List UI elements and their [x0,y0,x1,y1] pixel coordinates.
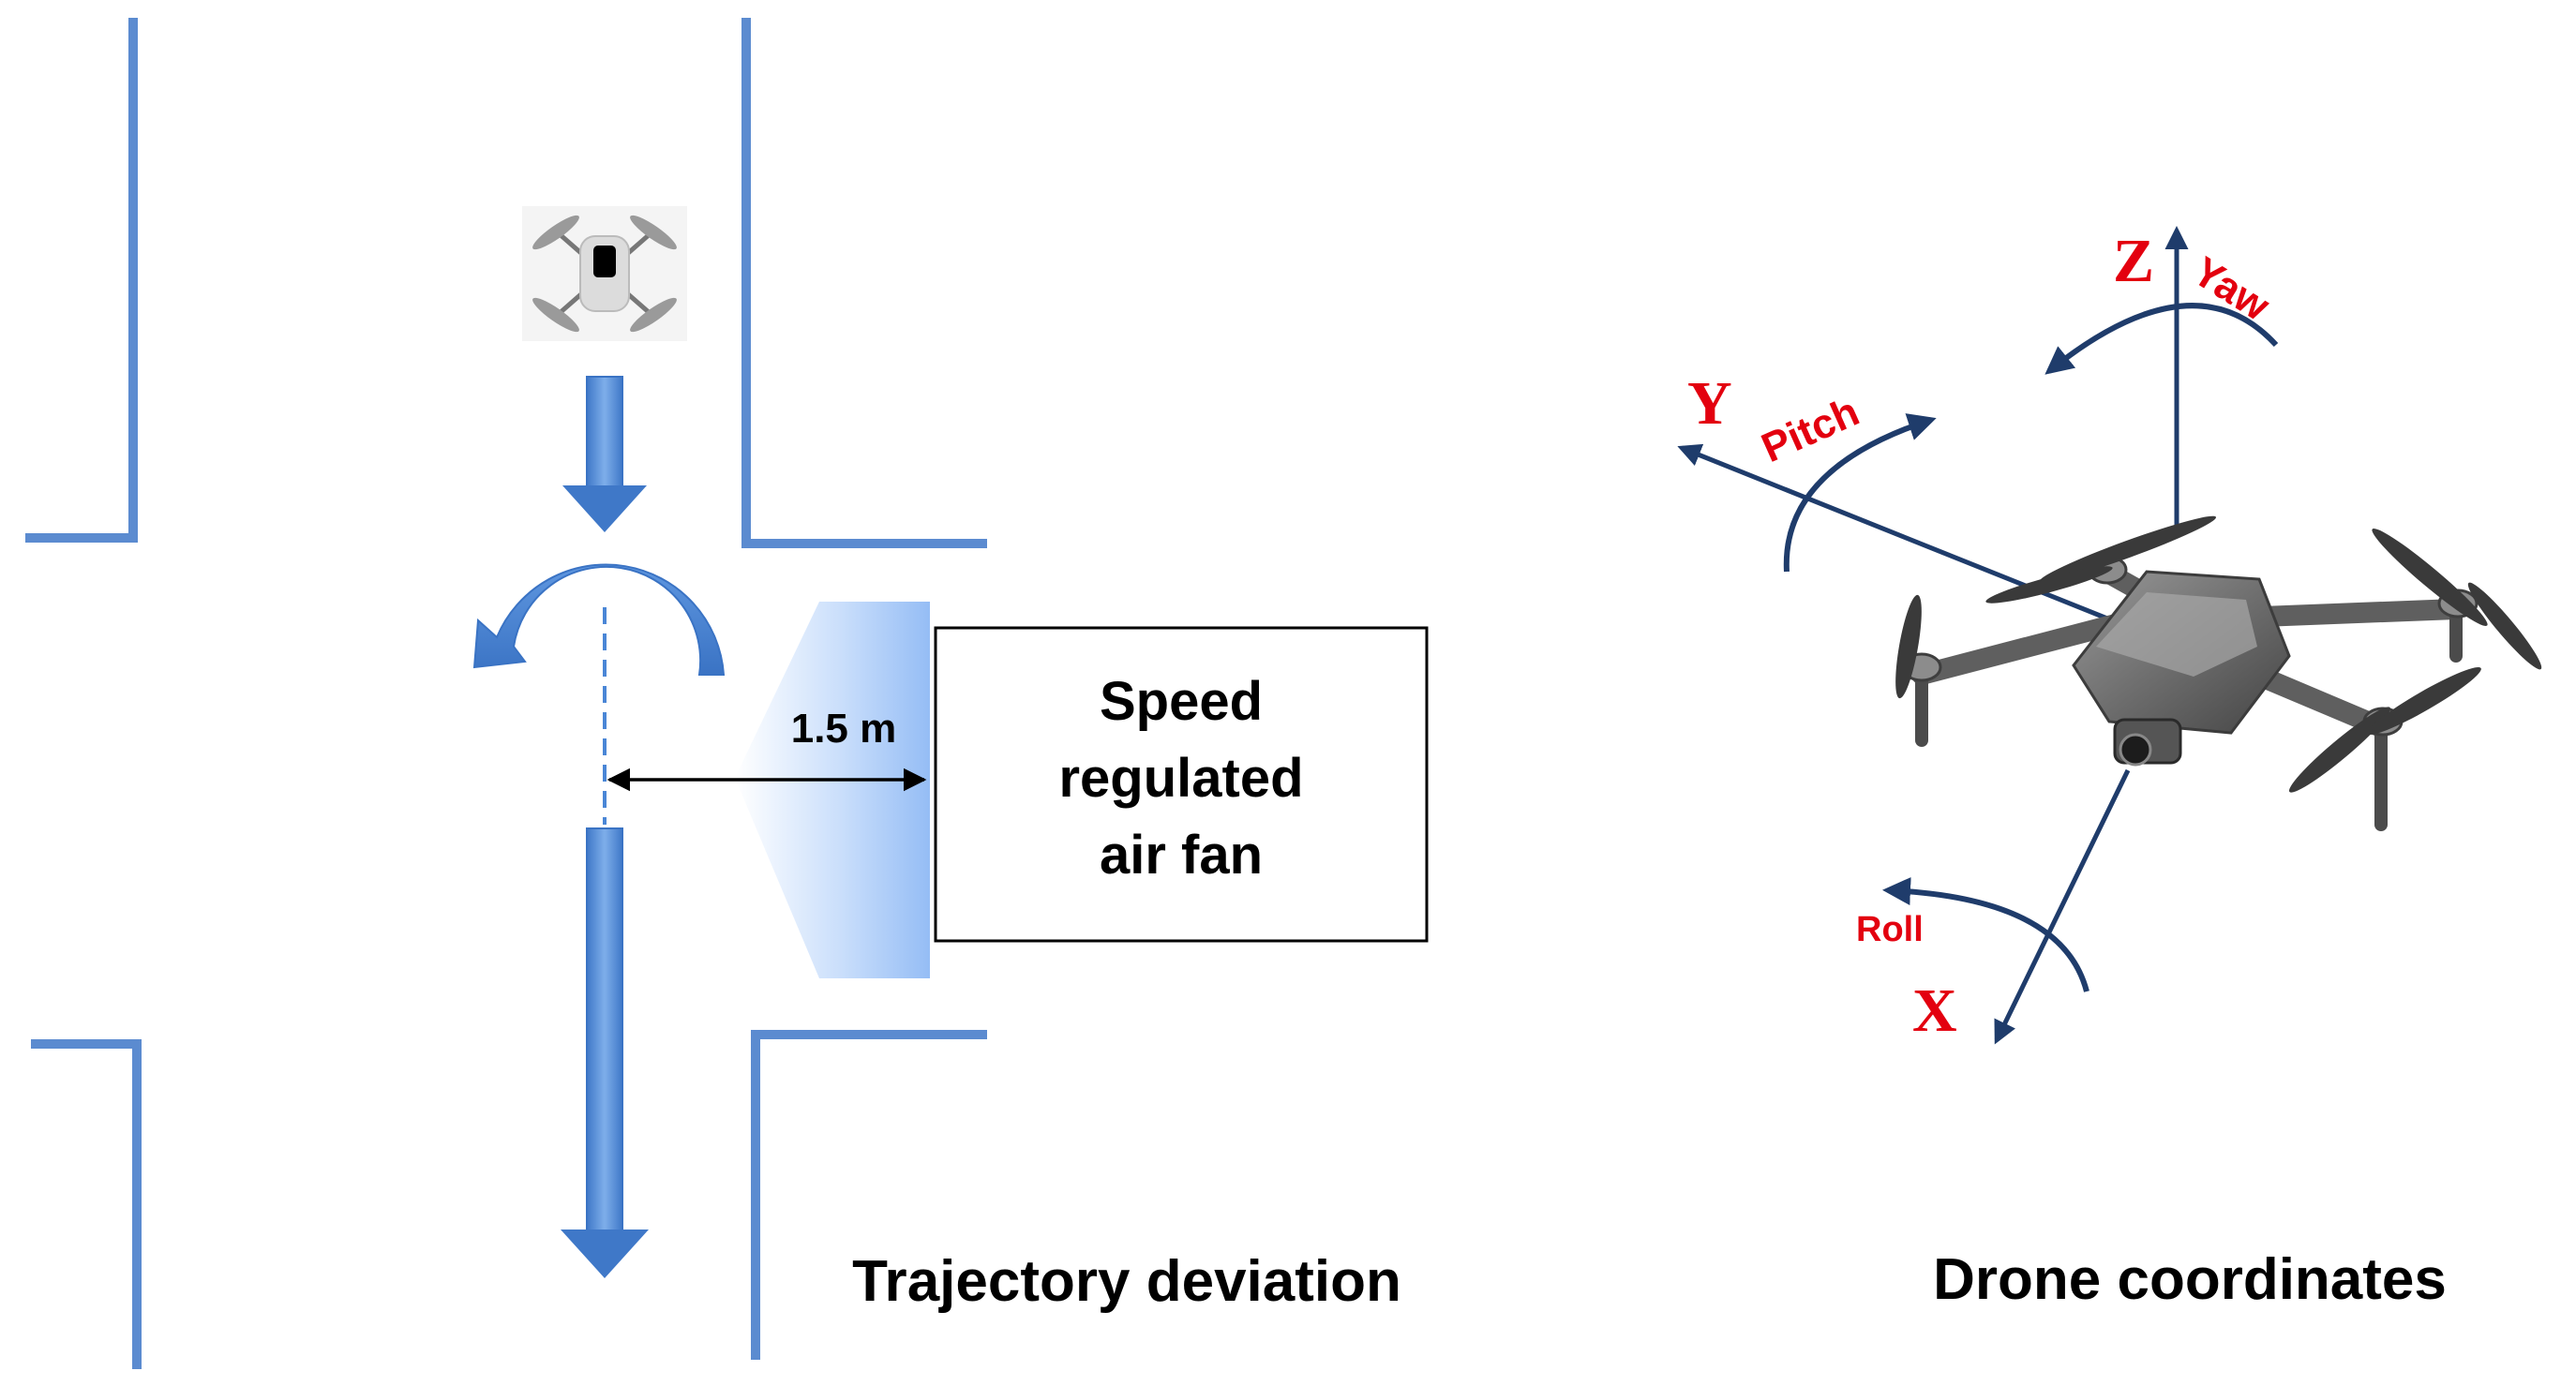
exit-arrow [561,827,649,1278]
coordinates-panel: Z Yaw Y Pitch X Roll [1677,226,2542,1312]
wall-top-right [741,18,987,548]
large-drone-icon [1895,515,2542,831]
wall-bottom-left [31,1039,142,1369]
corridor-walls [25,18,987,1369]
trajectory-panel: 1.5 m Speed regulated air fan Trajectory… [25,18,1429,1369]
air-fan-arrow [735,602,930,978]
x-axis [1994,768,2131,1045]
coordinates-caption: Drone coordinates [1933,1247,2447,1312]
yaw-rotation-arrow [2044,303,2279,375]
approach-arrow [562,376,647,532]
pitch-rotation-arrow [1783,413,1937,573]
wall-bottom-right [751,1030,987,1360]
roll-rotation-arrow [1882,877,2089,992]
roll-label: Roll [1856,910,1924,949]
small-drone-icon [522,206,687,341]
x-axis-label: X [1912,976,1957,1045]
wall-top-left [25,18,138,543]
distance-label: 1.5 m [791,706,897,752]
trajectory-caption: Trajectory deviation [852,1249,1401,1314]
fan-label-box [934,626,1429,943]
fan-label-line1: Speed [1100,671,1263,732]
yaw-label: Yaw [2185,248,2278,330]
deviation-turn-arrow [472,563,726,676]
fan-label-line3: air fan [1100,825,1263,886]
fan-label-line2: regulated [1058,748,1303,809]
z-axis-label: Z [2113,227,2154,295]
y-axis-label: Y [1687,369,1732,438]
